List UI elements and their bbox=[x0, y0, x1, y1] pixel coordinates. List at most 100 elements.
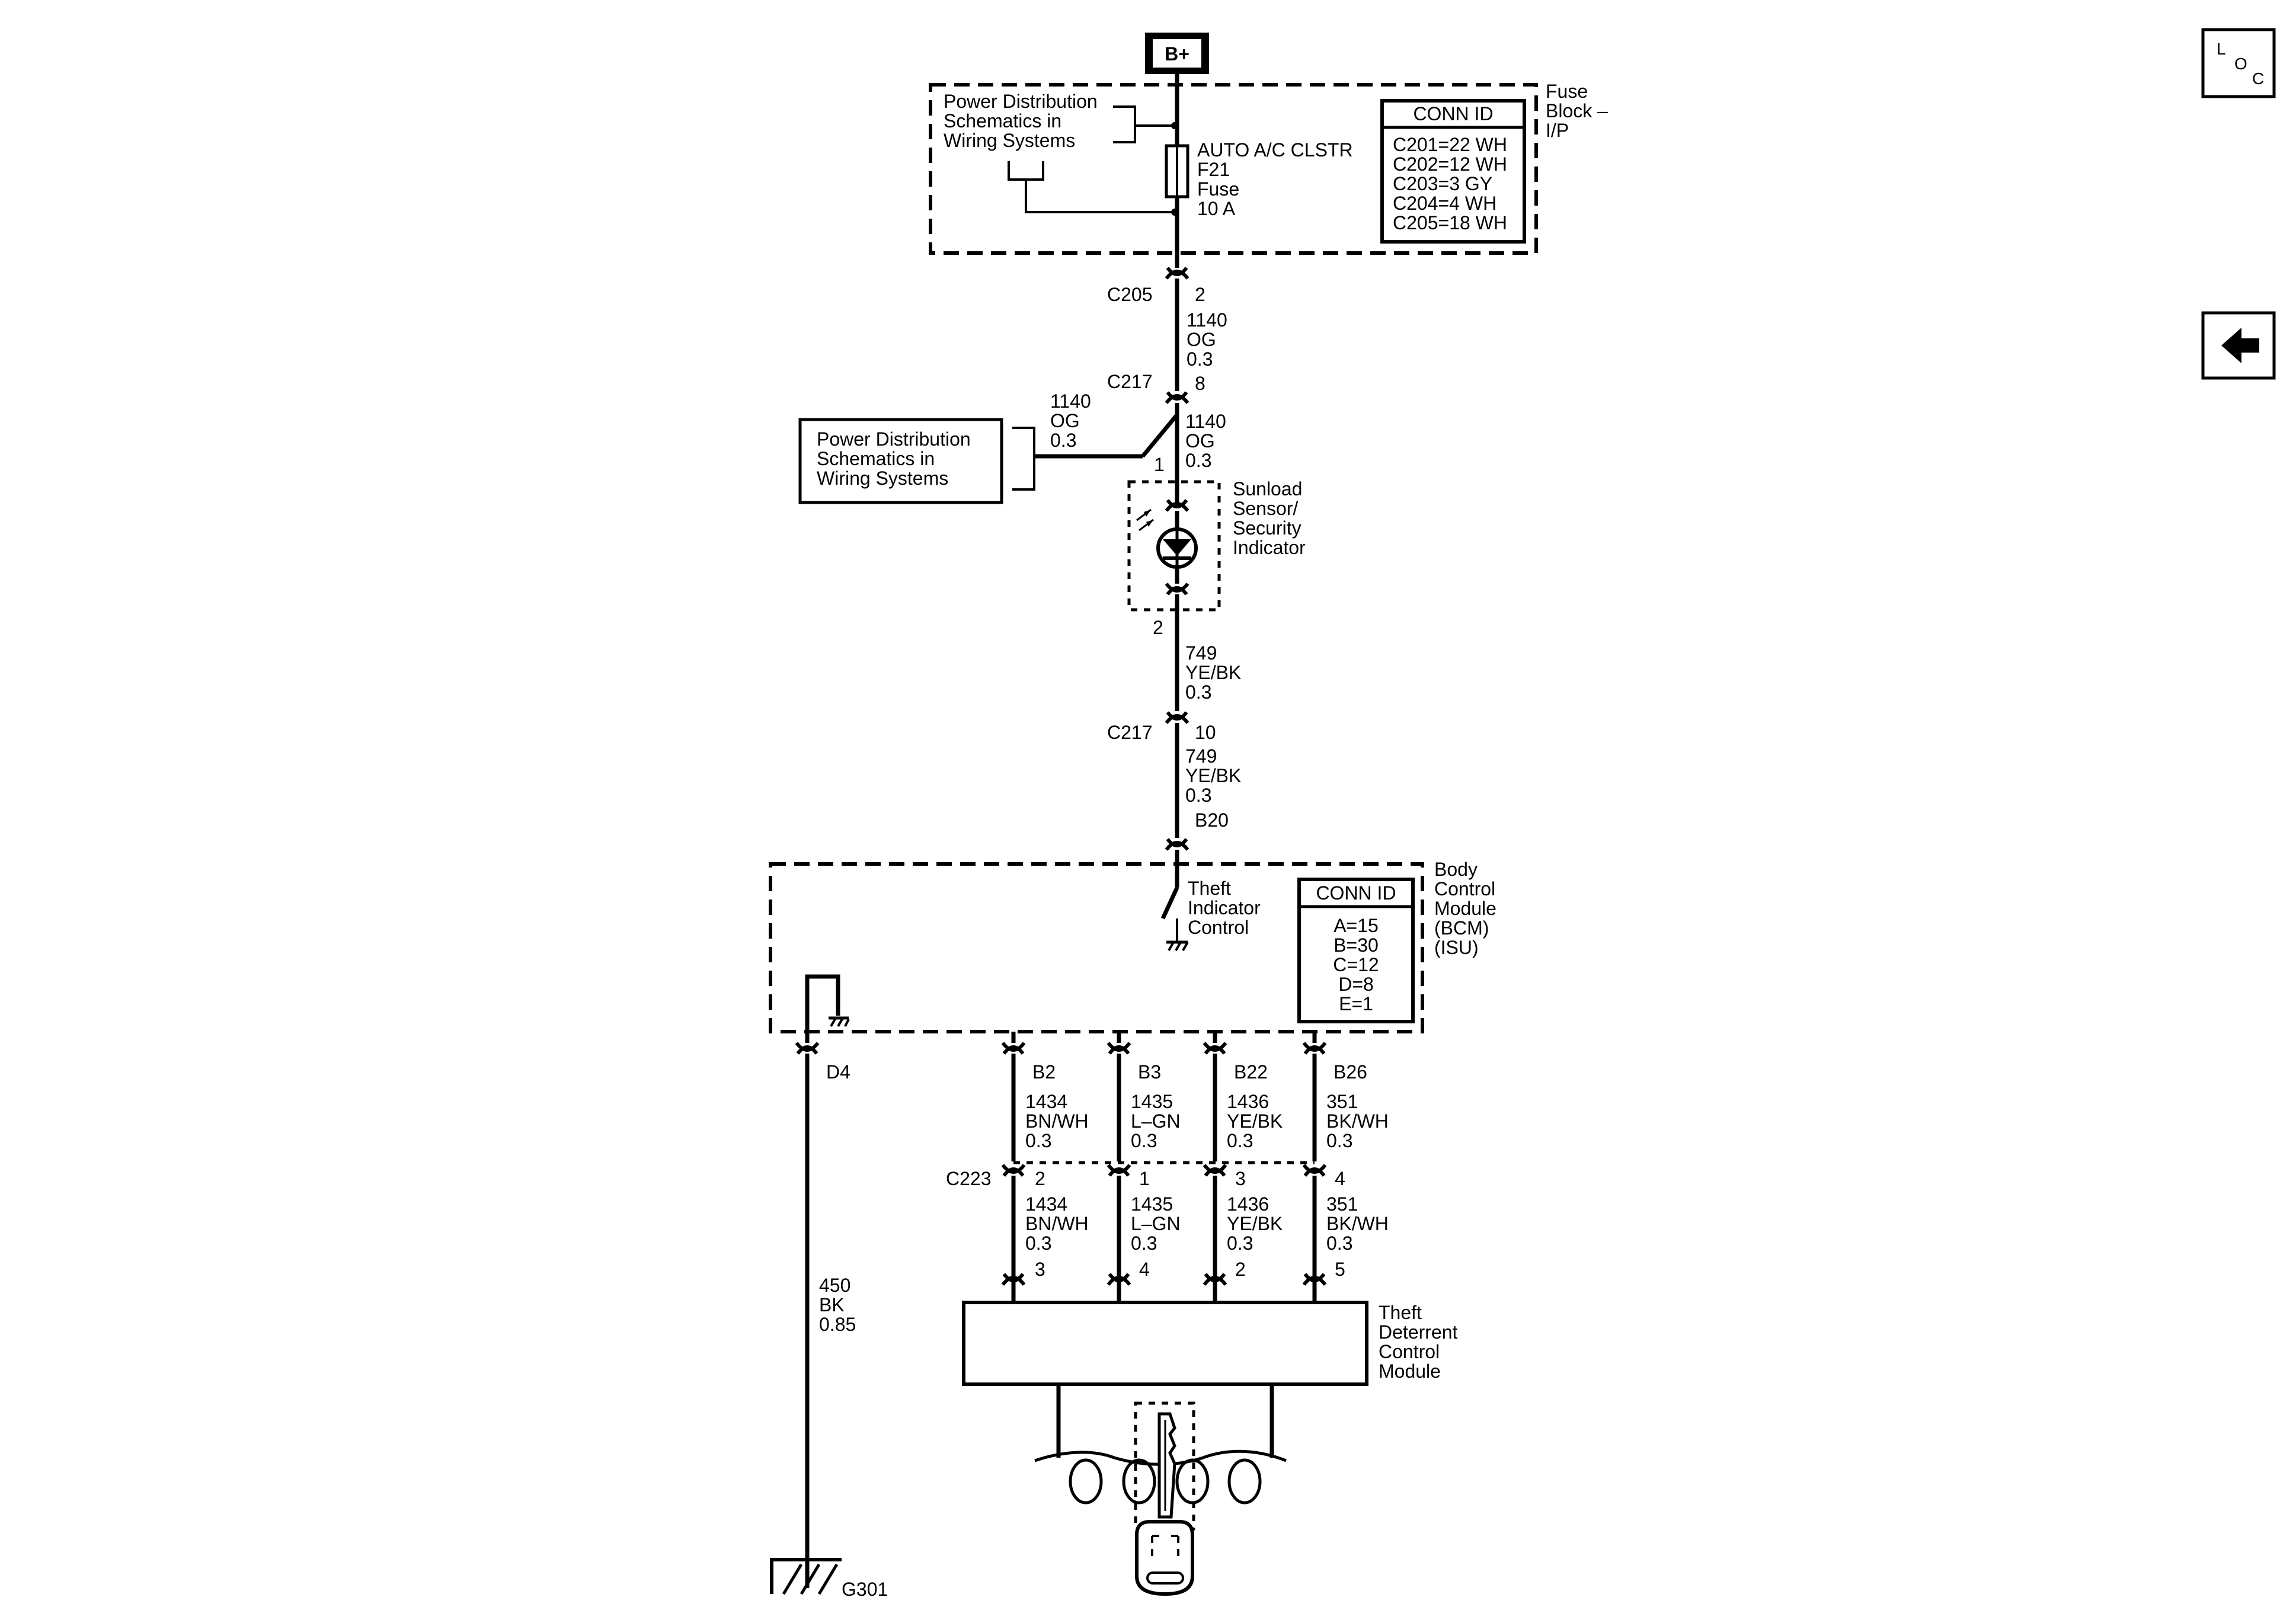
svg-text:BN/WH: BN/WH bbox=[1025, 1213, 1089, 1234]
svg-text:YE/BK: YE/BK bbox=[1227, 1213, 1283, 1234]
svg-text:4: 4 bbox=[1139, 1259, 1150, 1280]
theft-indicator-switch bbox=[1160, 886, 1179, 920]
svg-text:0.3: 0.3 bbox=[1185, 681, 1211, 703]
svg-text:YE/BK: YE/BK bbox=[1185, 662, 1241, 683]
tdcm-connectors bbox=[1001, 1273, 1327, 1286]
svg-text:Schematics in: Schematics in bbox=[817, 448, 935, 469]
svg-text:Fuse: Fuse bbox=[1197, 178, 1239, 200]
svg-text:0.3: 0.3 bbox=[1185, 785, 1211, 806]
svg-text:10 A: 10 A bbox=[1197, 198, 1236, 219]
svg-text:Theft: Theft bbox=[1379, 1302, 1422, 1323]
svg-text:0.3: 0.3 bbox=[1025, 1130, 1051, 1151]
svg-text:Control: Control bbox=[1434, 878, 1495, 900]
svg-text:0.3: 0.3 bbox=[1185, 450, 1211, 471]
c217-top-pin: 8 bbox=[1195, 373, 1205, 394]
svg-text:0.3: 0.3 bbox=[1131, 1233, 1157, 1254]
bcm-output-connectors bbox=[1001, 1042, 1327, 1055]
connector-d4 bbox=[795, 1042, 820, 1052]
bcm-conn-id-table: CONN ID A=15 B=30 C=12 D=8 E=1 bbox=[1297, 878, 1415, 1023]
wires-lower-labels: 1434 BN/WH 0.3 1435 L–GN 0.3 1436 YE/BK … bbox=[1025, 1193, 1389, 1254]
svg-text:Sensor/: Sensor/ bbox=[1233, 498, 1298, 519]
svg-text:CONN ID: CONN ID bbox=[1413, 103, 1493, 124]
svg-text:Sunload: Sunload bbox=[1233, 478, 1302, 500]
c217-bottom-label: C217 bbox=[1107, 722, 1153, 743]
location-view-button[interactable]: L O C bbox=[2201, 28, 2276, 98]
svg-text:1140: 1140 bbox=[1185, 411, 1226, 432]
svg-text:I/P: I/P bbox=[1546, 120, 1569, 141]
sunload-pin-2: 2 bbox=[1153, 617, 1163, 638]
svg-text:BK/WH: BK/WH bbox=[1326, 1213, 1389, 1234]
connector-c223 bbox=[1001, 1164, 1327, 1177]
svg-text:YE/BK: YE/BK bbox=[1227, 1110, 1283, 1132]
svg-text:3: 3 bbox=[1035, 1259, 1045, 1280]
svg-text:4: 4 bbox=[1335, 1168, 1345, 1189]
svg-text:L–GN: L–GN bbox=[1131, 1213, 1181, 1234]
svg-text:(ISU): (ISU) bbox=[1434, 937, 1479, 958]
power-distribution-ref-box[interactable]: Power Distribution Schematics in Wiring … bbox=[798, 418, 1003, 504]
fuse-block-outline bbox=[929, 83, 1538, 255]
svg-text:L–GN: L–GN bbox=[1131, 1110, 1181, 1132]
svg-text:1434: 1434 bbox=[1025, 1091, 1067, 1112]
svg-text:1140: 1140 bbox=[1050, 391, 1091, 412]
battery-label: B+ bbox=[1165, 43, 1189, 65]
svg-text:1436: 1436 bbox=[1227, 1193, 1269, 1215]
svg-text:351: 351 bbox=[1326, 1091, 1358, 1112]
connector-c217-bottom bbox=[1165, 714, 1189, 724]
svg-text:B=30: B=30 bbox=[1334, 934, 1379, 956]
svg-text:Fuse: Fuse bbox=[1546, 81, 1588, 102]
svg-text:Power Distribution: Power Distribution bbox=[944, 91, 1098, 112]
svg-text:Schematics in: Schematics in bbox=[944, 110, 1061, 132]
loc-letter-c: C bbox=[2252, 69, 2264, 88]
wire-749-yebk-upper: 749 YE/BK 0.3 bbox=[1185, 642, 1241, 703]
svg-text:1435: 1435 bbox=[1131, 1193, 1173, 1215]
svg-text:2: 2 bbox=[1035, 1168, 1045, 1189]
c223-pins: 2 1 3 4 bbox=[1035, 1168, 1345, 1189]
svg-text:Control: Control bbox=[1379, 1341, 1440, 1362]
wire-1140-og-lower: 1140 OG 0.3 bbox=[1185, 411, 1226, 471]
svg-text:Power Distribution: Power Distribution bbox=[817, 428, 971, 450]
svg-text:0.3: 0.3 bbox=[1025, 1233, 1051, 1254]
fuse-block-power-ref: Power Distribution Schematics in Wiring … bbox=[944, 91, 1098, 151]
back-button[interactable] bbox=[2201, 311, 2276, 380]
fuse-block-conn-id-table: CONN ID C201=22 WH C202=12 WH C203=3 GY … bbox=[1380, 99, 1526, 244]
svg-text:749: 749 bbox=[1185, 642, 1217, 664]
loc-letter-o: O bbox=[2234, 55, 2247, 73]
svg-text:YE/BK: YE/BK bbox=[1185, 765, 1241, 786]
c223-label: C223 bbox=[946, 1168, 992, 1189]
svg-text:1434: 1434 bbox=[1025, 1193, 1067, 1215]
svg-text:2: 2 bbox=[1235, 1259, 1246, 1280]
ground-g301-label: G301 bbox=[842, 1579, 888, 1600]
svg-text:OG: OG bbox=[1050, 410, 1080, 431]
ground-g301-icon bbox=[770, 1558, 842, 1595]
svg-text:749: 749 bbox=[1185, 745, 1217, 767]
svg-text:0.3: 0.3 bbox=[1050, 430, 1076, 451]
bcm-output-pins: B2 B3 B22 B26 bbox=[1032, 1061, 1367, 1083]
svg-text:0.3: 0.3 bbox=[1227, 1233, 1253, 1254]
svg-text:B2: B2 bbox=[1032, 1061, 1056, 1083]
svg-text:OG: OG bbox=[1185, 430, 1215, 452]
sunload-pin-1: 1 bbox=[1154, 454, 1165, 475]
svg-text:Control: Control bbox=[1188, 917, 1249, 938]
key-transponder-coil-icon bbox=[1034, 1384, 1287, 1596]
sunload-sensor-outline bbox=[1127, 480, 1221, 612]
svg-text:1: 1 bbox=[1139, 1168, 1150, 1189]
c217-bottom-pin: 10 bbox=[1195, 722, 1216, 743]
svg-text:BK/WH: BK/WH bbox=[1326, 1110, 1389, 1132]
svg-text:CONN ID: CONN ID bbox=[1316, 882, 1396, 904]
svg-text:C201=22 WH: C201=22 WH bbox=[1393, 134, 1507, 155]
back-arrow-icon bbox=[2221, 328, 2259, 363]
svg-text:Wiring Systems: Wiring Systems bbox=[944, 130, 1075, 151]
svg-text:D=8: D=8 bbox=[1338, 974, 1374, 995]
theft-indicator-control-label: Theft Indicator Control bbox=[1188, 878, 1261, 938]
wire-1140-og-upper: 1140 OG 0.3 bbox=[1187, 309, 1227, 370]
bcm-d4-ground-icon bbox=[829, 1016, 850, 1027]
bcm-pin-d4: D4 bbox=[826, 1061, 850, 1083]
svg-text:Security: Security bbox=[1233, 517, 1302, 539]
svg-text:B26: B26 bbox=[1334, 1061, 1367, 1083]
c205-label: C205 bbox=[1107, 284, 1153, 305]
bcm-internal-ground-icon bbox=[1166, 940, 1189, 951]
svg-text:450: 450 bbox=[819, 1275, 850, 1296]
svg-text:Block –: Block – bbox=[1546, 100, 1608, 121]
theft-deterrent-control-module bbox=[962, 1301, 1368, 1386]
